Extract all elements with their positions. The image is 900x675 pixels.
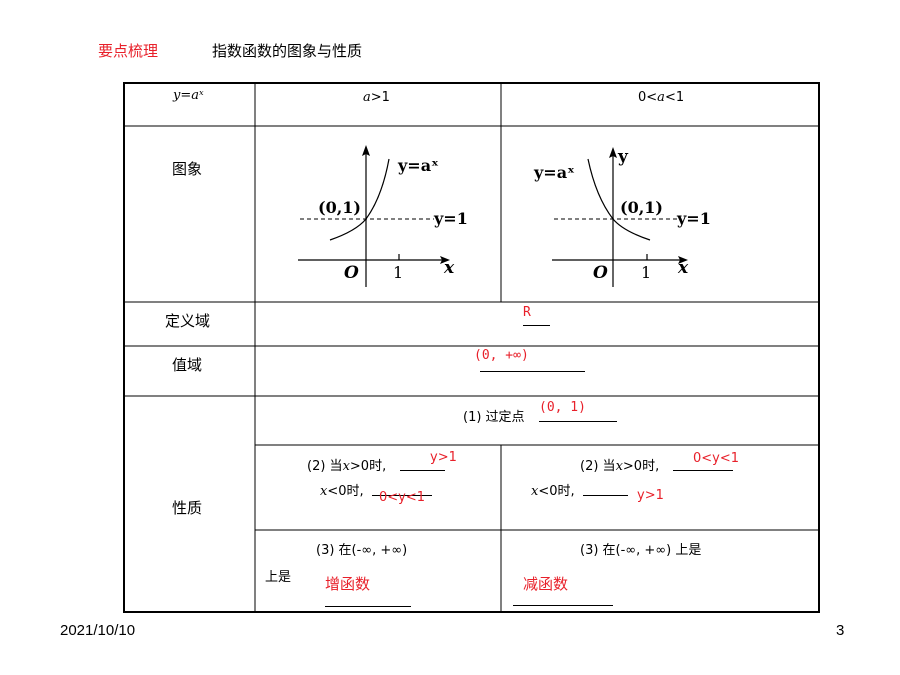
row-label-range: 值域 xyxy=(172,356,203,374)
prop2-left-blank2 xyxy=(372,495,432,496)
row-label-graph: 图象 xyxy=(172,160,203,178)
var-x: x xyxy=(531,484,539,499)
prop1-blank-line xyxy=(539,421,617,422)
cond-lt1: <1 xyxy=(664,90,685,105)
prop2-right-post: >0时, xyxy=(622,459,660,474)
var-x: x xyxy=(342,459,350,474)
col-header-a-less-1: 0<a<1 xyxy=(638,90,684,105)
range-answer: (0, +∞) xyxy=(474,348,529,363)
prop2-left-post: >0时, xyxy=(349,459,387,474)
row-label-domain: 定义域 xyxy=(165,312,211,330)
y-axis-arrow-icon xyxy=(362,145,370,156)
prop2-right-answer2: y>1 xyxy=(637,488,664,503)
tick-label: 1 xyxy=(393,263,403,282)
x-axis-label: x xyxy=(677,258,689,278)
prop2-right-pre: (2) 当 xyxy=(580,459,616,474)
line-label: y=1 xyxy=(433,209,468,228)
prop3-left-answer: 增函数 xyxy=(325,575,371,593)
tick-label: 1 xyxy=(641,263,651,282)
prop2-left-answer2: 0<y<1 xyxy=(379,490,426,505)
x-axis-arrow-icon xyxy=(440,256,450,264)
topic-heading: 指数函数的图象与性质 xyxy=(212,42,363,60)
graph-increasing-exponential: y=aˣ (0,1) y=1 O 1 x xyxy=(298,145,468,287)
prop2-left-line1: (2) 当x>0时, xyxy=(307,455,386,474)
prop1-text: (1) 过定点 xyxy=(463,410,525,425)
prop2-right-answer1: 0<y<1 xyxy=(693,451,740,466)
prop3-right-blank xyxy=(513,605,613,606)
x-axis-arrow-icon xyxy=(678,256,688,264)
prop3-right-answer: 减函数 xyxy=(523,575,569,593)
prop2-right-blank2 xyxy=(583,495,628,496)
cond-gt1: >1 xyxy=(370,90,390,105)
prop2-right-line2: x<0时, xyxy=(531,480,575,499)
prop2-right-post2: <0时, xyxy=(538,484,575,499)
curve-label: y=aˣ xyxy=(533,163,575,182)
prop3-right-line1: (3) 在(-∞, +∞) 上是 xyxy=(580,543,702,558)
prop2-left-answer1: y>1 xyxy=(430,450,457,465)
section-heading: 要点梳理 xyxy=(98,42,159,60)
var-a: a xyxy=(363,90,371,105)
prop3-left-line2: 上是 xyxy=(265,570,292,585)
col-header-function: y=aˣ xyxy=(173,88,204,103)
point-label: (0,1) xyxy=(318,198,361,217)
prop1-answer: (0, 1) xyxy=(539,400,586,415)
line-label: y=1 xyxy=(676,209,711,228)
origin-label: O xyxy=(593,263,608,283)
origin-label: O xyxy=(344,263,359,283)
prop2-right-blank1 xyxy=(673,470,733,471)
prop2-left-pre: (2) 当 xyxy=(307,459,343,474)
y-axis-label: y xyxy=(617,147,629,167)
range-blank-line xyxy=(480,371,585,372)
graph-decreasing-exponential: y y=aˣ (0,1) y=1 O 1 x xyxy=(533,147,711,287)
domain-answer: R xyxy=(523,305,531,320)
point-label: (0,1) xyxy=(620,198,663,217)
var-x: x xyxy=(615,459,623,474)
prop3-left-blank xyxy=(325,606,411,607)
prop2-left-blank1 xyxy=(400,470,445,471)
footer-date: 2021/10/10 xyxy=(60,622,136,639)
row-label-properties: 性质 xyxy=(172,499,203,517)
prop2-right-line1: (2) 当x>0时, xyxy=(580,455,659,474)
domain-blank-line xyxy=(523,325,550,326)
curve-decreasing xyxy=(587,158,651,241)
x-axis-label: x xyxy=(443,258,455,278)
prop2-left-line2: x<0时, xyxy=(320,480,364,499)
var-x: x xyxy=(320,484,328,499)
curve-increasing xyxy=(329,158,390,241)
y-axis-arrow-icon xyxy=(609,147,617,158)
prop2-left-post2: <0时, xyxy=(327,484,364,499)
var-a: a xyxy=(657,90,665,105)
page-number: 3 xyxy=(836,622,845,639)
property-table-grid xyxy=(123,82,820,613)
prop3-left-line1: (3) 在(-∞, +∞) xyxy=(316,543,408,558)
col-header-a-greater-1: a>1 xyxy=(363,90,390,105)
cond-prefix: 0< xyxy=(638,90,658,105)
curve-label: y=aˣ xyxy=(397,156,439,175)
